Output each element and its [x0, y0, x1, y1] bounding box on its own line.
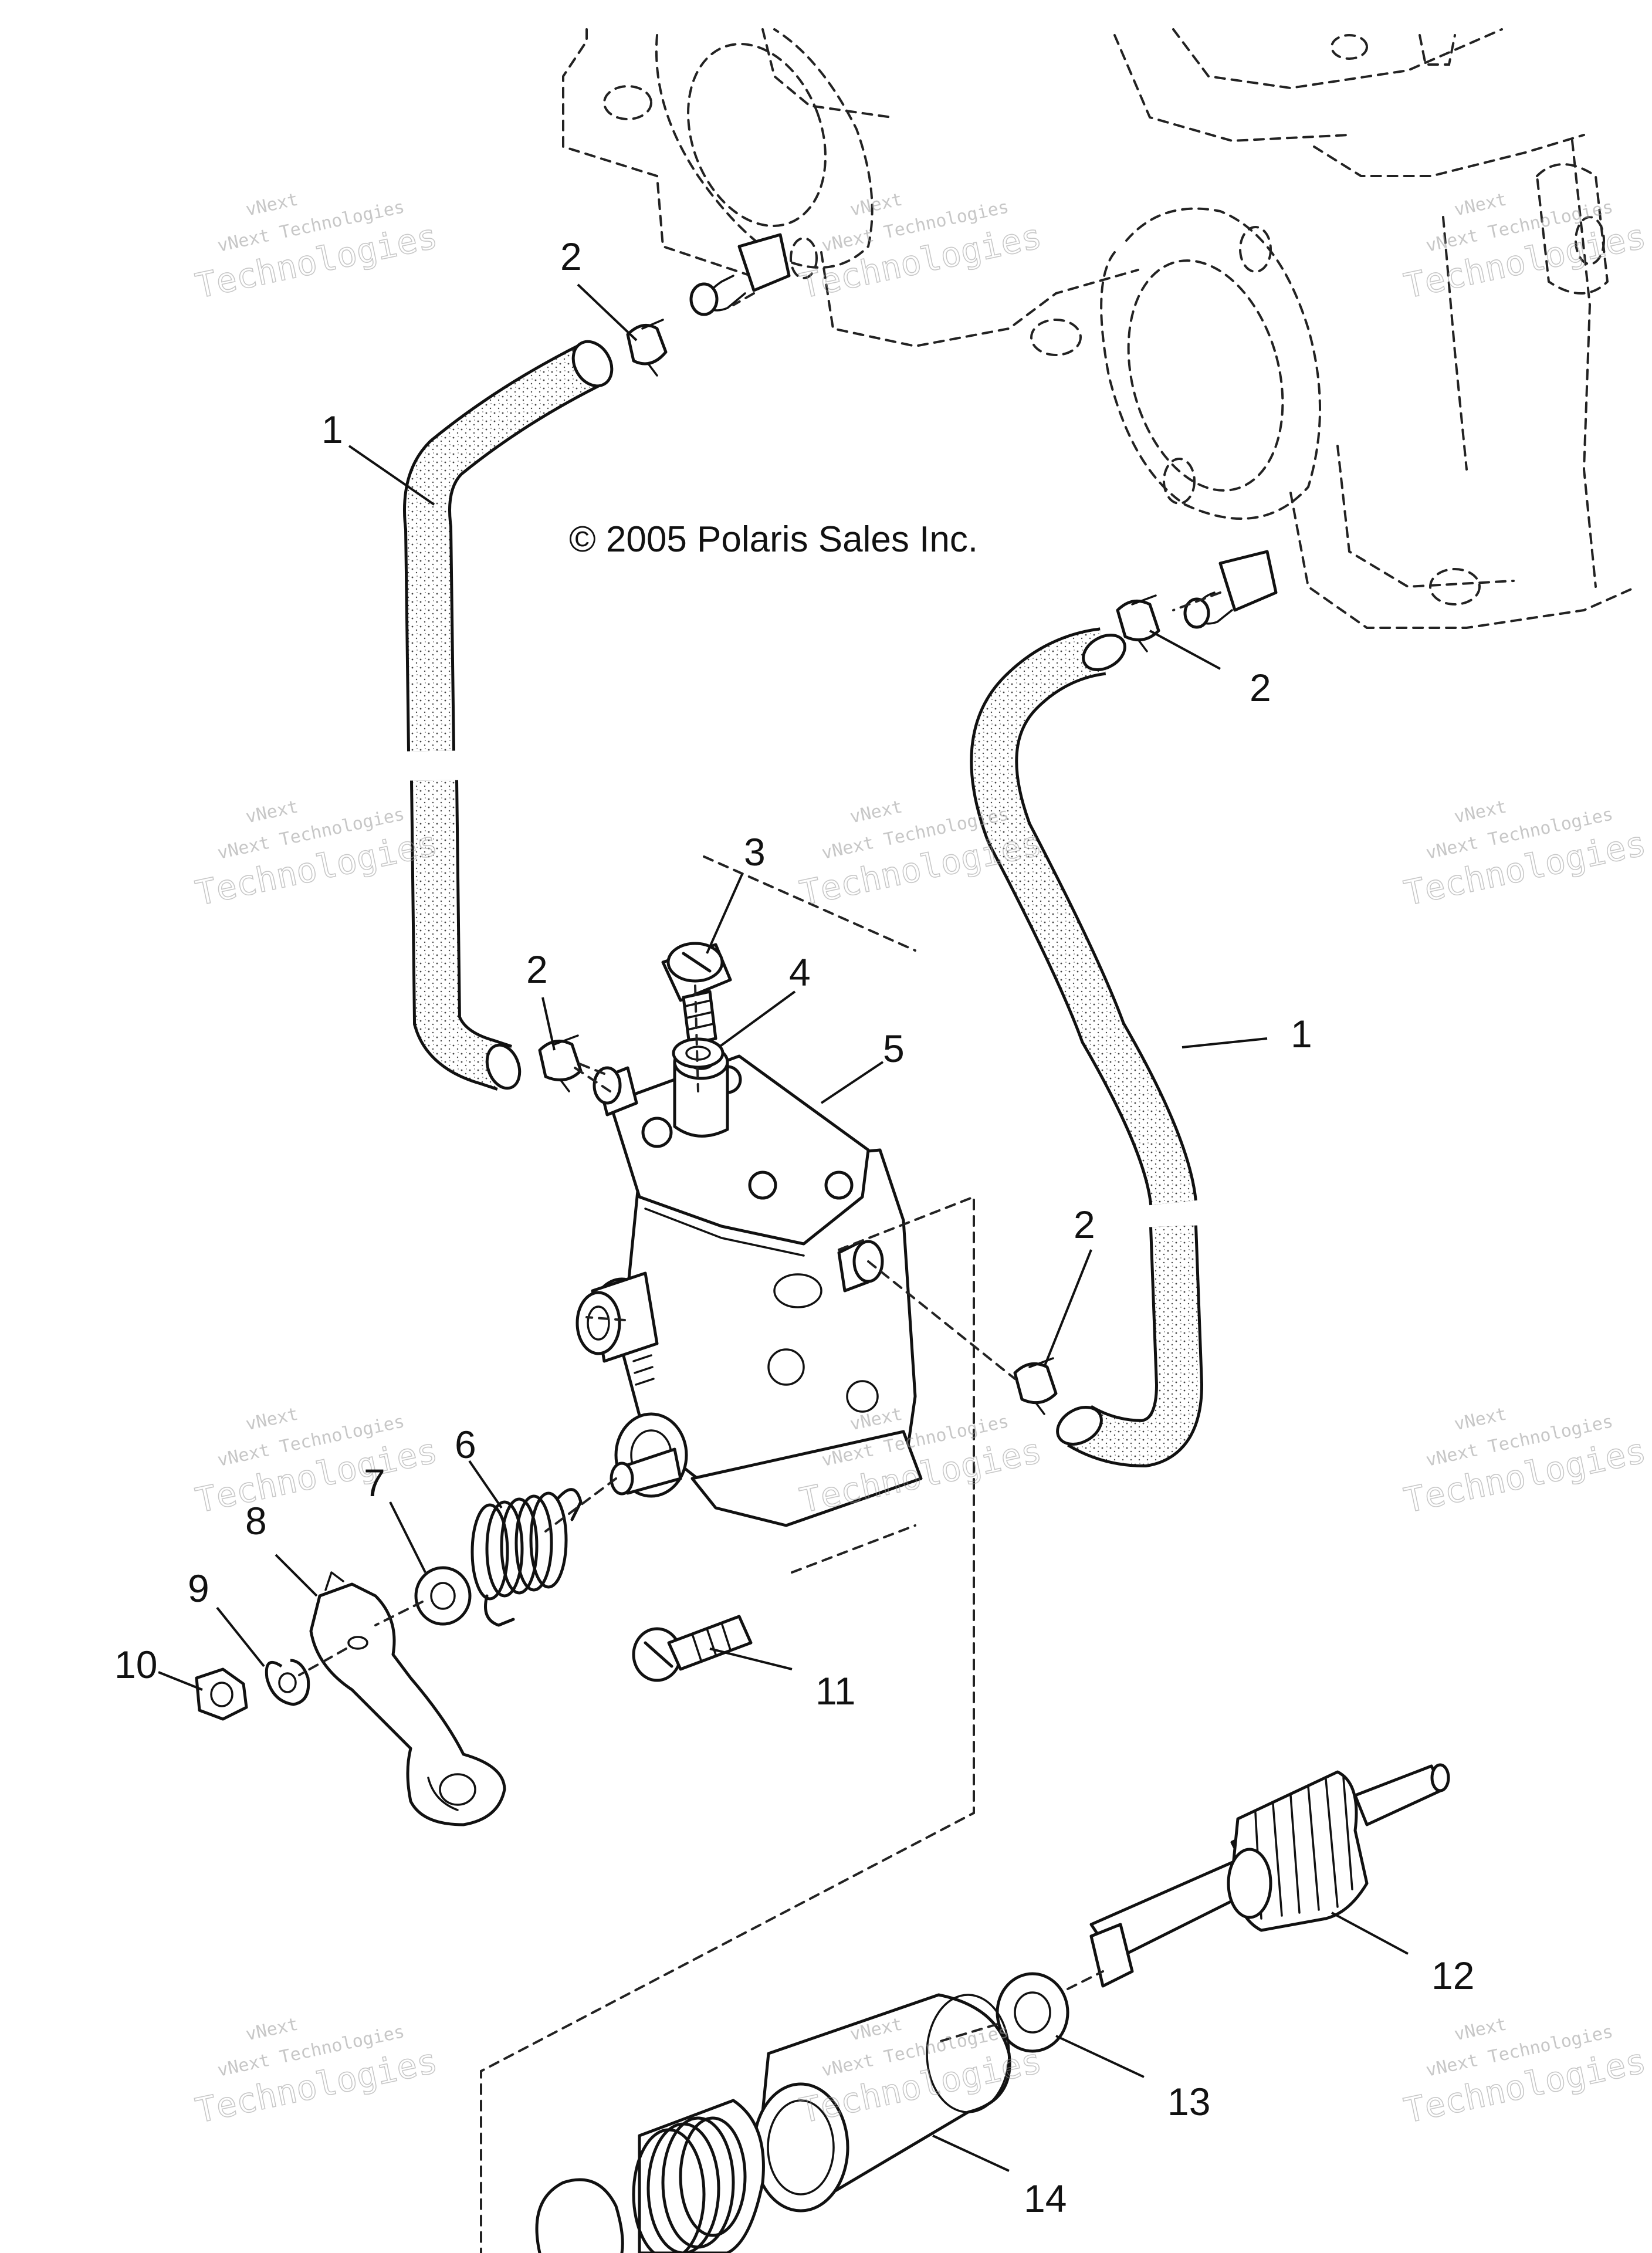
callout-14: 14	[1024, 2177, 1067, 2220]
hose-clamp-lower-right	[1013, 1357, 1058, 1415]
svg-text:vNext: vNext	[1453, 797, 1509, 828]
callout-9: 9	[188, 1567, 209, 1610]
callout-2-upper-right: 2	[1250, 666, 1271, 709]
engine-nipple-upper	[689, 233, 791, 316]
watermark-lower-right: vNext vNext Technologies Technologies	[1400, 1404, 1650, 1521]
watermark-mid-left: vNext vNext Technologies Technologies	[192, 797, 442, 914]
callout-2-lower-left: 2	[526, 948, 548, 991]
callout-2-lower-right: 2	[1074, 1203, 1095, 1246]
mounting-screw	[632, 1615, 753, 1682]
svg-text:vNext: vNext	[848, 797, 905, 828]
oil-hose-left	[403, 340, 614, 1091]
callout-2-upper-left: 2	[560, 235, 582, 278]
engine-nipple-right	[1183, 550, 1278, 629]
svg-text:vNext: vNext	[244, 797, 300, 828]
oil-hose-right	[970, 627, 1204, 1468]
watermark-bottom-right: vNext vNext Technologies Technologies	[1400, 2014, 1650, 2132]
callout-4: 4	[789, 950, 811, 994]
callout-12: 12	[1431, 1954, 1474, 1997]
hose-clamp-upper-right	[1116, 594, 1160, 652]
phantom-reference-lines	[298, 292, 1221, 2253]
svg-text:vNext: vNext	[244, 1404, 300, 1435]
callout-7: 7	[364, 1461, 385, 1504]
watermark-lower-left: vNext vNext Technologies Technologies	[192, 1404, 442, 1521]
copyright-notice: © 2005 Polaris Sales Inc.	[569, 519, 978, 560]
svg-text:vNext: vNext	[1453, 190, 1509, 221]
watermark-mid-right: vNext vNext Technologies Technologies	[1400, 797, 1650, 914]
seal-housing	[632, 2099, 765, 2253]
o-ring	[535, 2178, 624, 2253]
control-lever	[309, 1571, 506, 1826]
callout-6: 6	[455, 1423, 476, 1466]
lock-washer	[265, 1659, 310, 1706]
watermark-top-center: vNext vNext Technologies Technologies	[796, 190, 1046, 307]
svg-text:vNext: vNext	[1453, 2014, 1509, 2045]
callout-5: 5	[883, 1027, 905, 1070]
flat-washer	[414, 1566, 472, 1626]
oil-pump	[576, 1044, 923, 1527]
svg-text:vNext: vNext	[244, 190, 300, 221]
return-spring	[470, 1488, 583, 1627]
hose-clamp-upper-left	[626, 319, 668, 377]
svg-text:vNext: vNext	[1453, 1404, 1509, 1435]
svg-text:vNext: vNext	[244, 2014, 300, 2045]
callout-8: 8	[245, 1499, 267, 1542]
callout-1-left: 1	[321, 408, 343, 451]
watermark-bottom-left: vNext vNext Technologies Technologies	[192, 2014, 442, 2132]
callout-13: 13	[1167, 2080, 1210, 2123]
watermark-top-right: vNext vNext Technologies Technologies	[1400, 190, 1650, 307]
svg-text:vNext: vNext	[848, 190, 905, 221]
callout-10: 10	[114, 1643, 157, 1686]
banjo-bolt	[661, 942, 732, 1046]
callout-11: 11	[815, 1669, 856, 1713]
callout-3: 3	[744, 830, 766, 874]
hose-clamp-lower-left	[538, 1034, 583, 1092]
oil-pump-drive-gear	[1089, 1763, 1450, 1988]
hex-nut	[195, 1667, 248, 1721]
engine-crankcase	[562, 28, 1638, 629]
callout-1-right: 1	[1291, 1012, 1312, 1056]
watermark-top-left: vNext vNext Technologies Technologies	[192, 190, 442, 307]
leader-lines	[158, 283, 1409, 2172]
